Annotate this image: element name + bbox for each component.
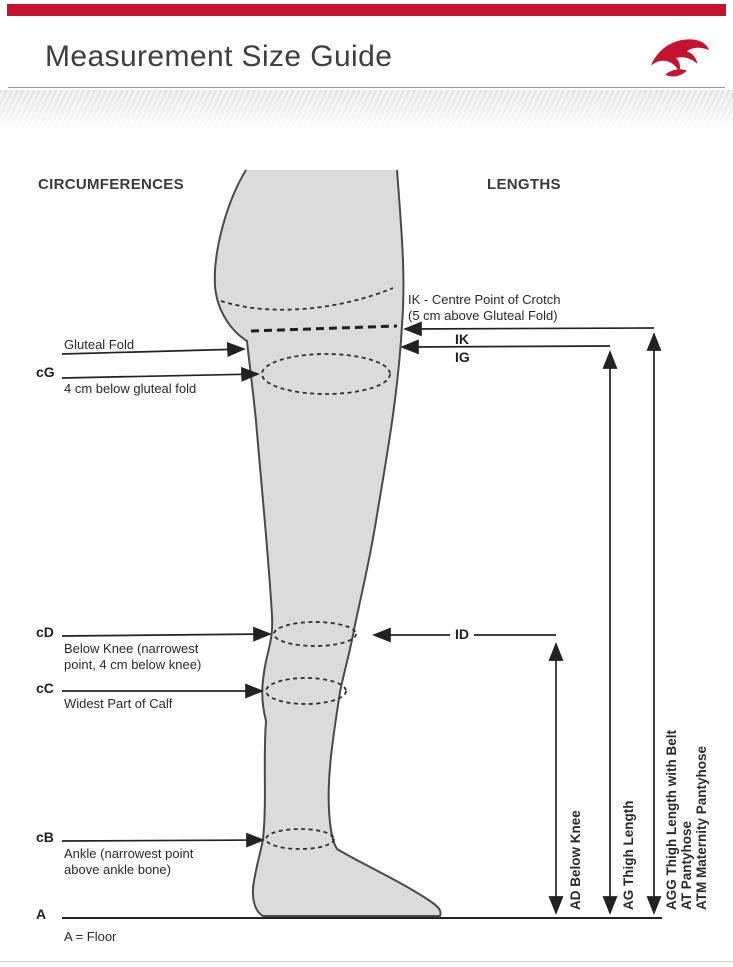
cg-code: cG: [36, 364, 55, 380]
agg-length-label-group: AGG Thigh Length with Belt AT Pantyhose …: [664, 730, 709, 910]
page-title: Measurement Size Guide: [45, 40, 393, 73]
crotch-dashed-line: [250, 324, 398, 333]
atm-label-line: ATM Maternity Pantyhose: [694, 745, 709, 910]
cd-circumference-ellipse: [273, 621, 357, 647]
lengths-heading: LENGTHS: [487, 176, 561, 193]
hip-dashed-arc: [220, 287, 394, 311]
leg-silhouette-fill: [214, 170, 441, 916]
ik-code: IK: [455, 331, 469, 347]
cc-circumference-ellipse: [265, 677, 347, 705]
agg-label-line: AGG Thigh Length with Belt: [664, 730, 679, 910]
cd-arrow: [61, 626, 272, 642]
circumferences-heading: CIRCUMFERENCES: [38, 176, 184, 193]
decorative-texture-band: [0, 90, 733, 130]
cb-circumference-ellipse: [265, 828, 335, 850]
cc-code: cC: [36, 680, 54, 696]
gluteal-fold-label: Gluteal Fold: [64, 337, 135, 352]
swallow-body-shape: [650, 39, 710, 72]
ik-note: IK - Centre Point of Crotch (5 cm above …: [408, 292, 561, 323]
top-accent-bar: [7, 4, 726, 16]
cd-desc: Below Knee (narrowest point, 4 cm below …: [64, 641, 202, 672]
cb-arrow: [61, 832, 265, 848]
ik-arrow: [403, 321, 655, 337]
header-divider: [8, 87, 725, 88]
a-code: A: [36, 906, 47, 922]
ad-length-label: AD Below Knee: [568, 810, 583, 910]
cd-code: cD: [36, 624, 54, 640]
brand-swallow-logo-icon: [650, 39, 710, 77]
a-floor-label: A = Floor: [64, 929, 117, 944]
cg-arrow: [61, 366, 260, 382]
cb-code: cB: [36, 829, 54, 845]
ig-arrow: [400, 339, 611, 355]
cb-desc: Ankle (narrowest point above ankle bone): [64, 846, 194, 877]
page-bottom-border: [0, 961, 733, 962]
id-code: ID: [450, 626, 474, 642]
cg-desc: 4 cm below gluteal fold: [64, 381, 197, 396]
leg-silhouette-outline: [213, 169, 442, 917]
ig-code: IG: [455, 349, 470, 365]
ag-length-label: AG Thigh Length: [621, 800, 636, 910]
gluteal-fold-arrow: [61, 341, 246, 357]
at-label-line: AT Pantyhose: [679, 820, 694, 910]
swallow-tail-shape: [665, 69, 687, 77]
cc-desc: Widest Part of Calf: [64, 696, 173, 711]
cg-circumference-ellipse: [261, 353, 391, 395]
